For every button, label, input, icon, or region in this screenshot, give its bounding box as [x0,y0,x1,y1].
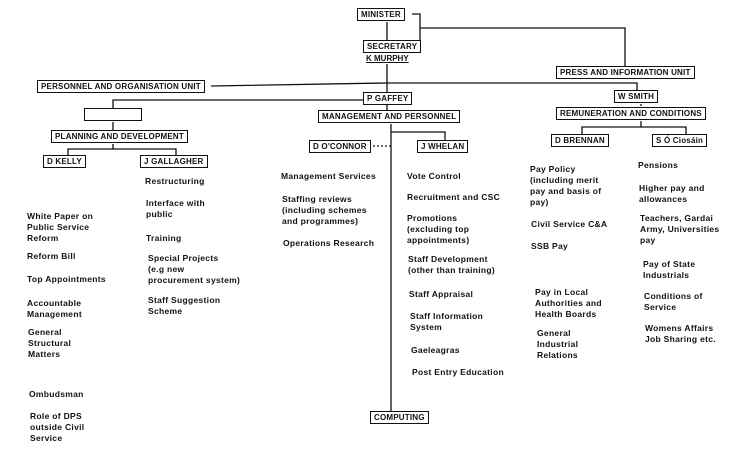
minister-box: MINISTER [357,8,405,21]
secretary-name: K MURPHY [366,54,409,63]
duty-item: Vote Control [407,171,461,181]
duty-item: Training [146,233,182,243]
duty-item: Higher pay and allowances [639,183,705,204]
duty-item: Pensions [638,160,679,170]
duty-item: Reform Bill [27,251,76,261]
duty-item: Interface with public [146,198,205,219]
duty-item: General Structural Matters [28,327,72,359]
duty-item: Conditions of Service [644,291,703,312]
duty-item: Pay in Local Authorities and Health Boar… [535,287,602,319]
duty-item: Special Projects (e.g new procurement sy… [148,253,241,285]
blank-box [84,108,142,121]
computing-box: COMPUTING [370,411,429,424]
duty-item: Top Appointments [27,274,106,284]
duty-item: SSB Pay [531,241,569,251]
duty-item: Restructuring [145,176,205,186]
d-oconnor-box: D O'CONNOR [309,140,371,153]
duty-item: Staffing reviews (including schemes and … [282,194,367,226]
secretary-box: SECRETARY [363,40,422,53]
duty-item: Recruitment and CSC [407,192,501,202]
duty-item: Pay Policy (including merit pay and basi… [530,164,602,207]
duty-item: Ombudsman [29,389,84,399]
duty-item: Role of DPS outside Civil Service [30,411,85,443]
management-box: MANAGEMENT AND PERSONNEL [318,110,461,123]
personnel-unit-box: PERSONNEL AND ORGANISATION UNIT [37,80,205,93]
planning-box: PLANNING AND DEVELOPMENT [51,130,188,143]
duty-item: Gaeleagras [411,345,460,355]
p-gaffey-box: P GAFFEY [363,92,413,105]
duty-item: Management Services [281,171,376,181]
duty-item: General Industrial Relations [537,328,579,360]
d-kelly-box: D KELLY [43,155,86,168]
duty-item: Womens Affairs Job Sharing etc. [645,323,716,344]
duty-item: Post Entry Education [412,367,504,377]
duty-item: Accountable Management [27,298,82,319]
duty-item: Staff Development (other than training) [408,254,496,275]
duty-item: Pay of State Industrials [643,259,696,280]
duty-item: Teachers, Gardai Army, Universities pay [640,213,720,245]
remuneration-box: REMUNERATION AND CONDITIONS [556,107,706,120]
d-brennan-box: D BRENNAN [551,134,609,147]
s-ociosain-box: S Ó Ciosáin [652,134,708,147]
duty-item: Promotions (excluding top appointments) [407,213,470,245]
j-gallagher-box: J GALLAGHER [140,155,208,168]
duty-item: Operations Research [283,238,375,248]
duty-item: Staff Suggestion Scheme [148,295,221,316]
press-unit-box: PRESS AND INFORMATION UNIT [556,66,695,79]
duty-item: Staff Appraisal [409,289,474,299]
duty-item: Civil Service C&A [531,219,608,229]
duty-item: Staff Information System [410,311,484,332]
j-whelan-box: J WHELAN [417,140,469,153]
duty-item: White Paper on Public Service Reform [27,211,94,243]
w-smith-box: W SMITH [614,90,659,103]
